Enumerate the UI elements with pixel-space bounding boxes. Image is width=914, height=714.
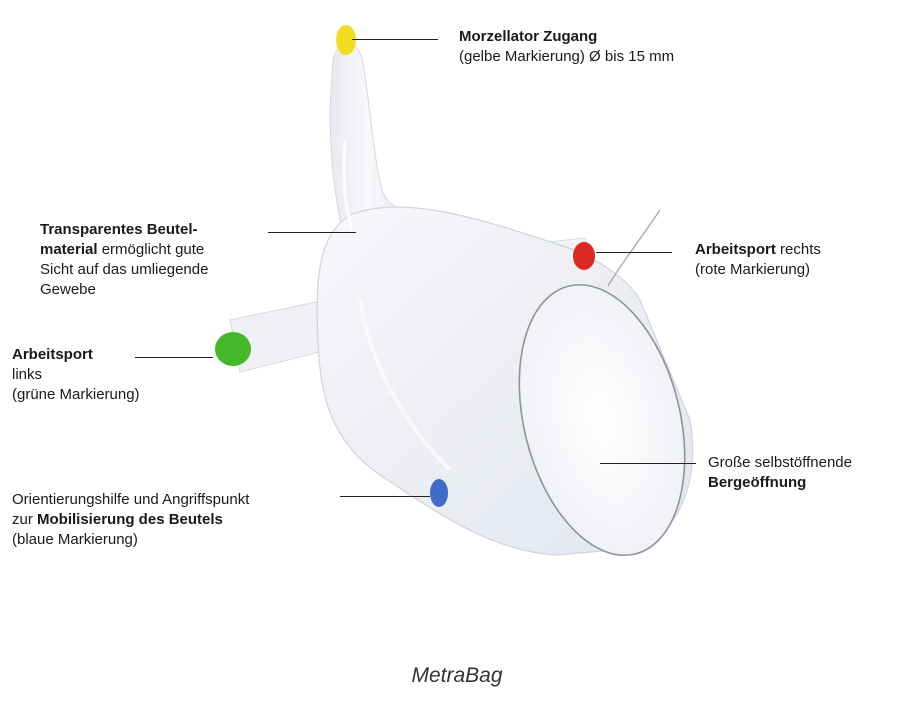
label-orientation-text2: zur bbox=[12, 511, 37, 528]
label-morcellator-text: (gelbe Markierung) Ø bis 15 mm bbox=[459, 48, 674, 65]
label-orientation-text3: (blaue Markierung) bbox=[12, 531, 138, 548]
label-opening-bold: Bergeöffnung bbox=[708, 474, 806, 491]
label-left-port-text2: (grüne Markierung) bbox=[12, 386, 140, 403]
label-transparent: Transparentes Beutel- material ermöglich… bbox=[40, 220, 208, 300]
label-left-port: Arbeitsport links (grüne Markierung) bbox=[12, 345, 140, 405]
label-transparent-bold1: Transparentes Beutel- bbox=[40, 221, 198, 238]
label-orientation-bold: Mobilisierung des Beutels bbox=[37, 511, 223, 528]
label-morcellator: Morzellator Zugang (gelbe Markierung) Ø … bbox=[459, 27, 674, 67]
label-orientation-text1: Orientierungshilfe und Angriffspunkt bbox=[12, 491, 249, 508]
label-transparent-bold2: material bbox=[40, 241, 98, 258]
opening-wire bbox=[608, 210, 660, 286]
label-right-port-text1: rechts bbox=[776, 241, 821, 258]
label-right-port-text2: (rote Markierung) bbox=[695, 261, 810, 278]
label-transparent-text2: Sicht auf das umliegende bbox=[40, 261, 208, 278]
figure-caption: MetraBag bbox=[0, 664, 914, 688]
label-left-port-text1: links bbox=[12, 366, 42, 383]
label-orientation: Orientierungshilfe und Angriffspunkt zur… bbox=[12, 490, 249, 550]
leader-left-port bbox=[135, 357, 213, 358]
label-transparent-text1: ermöglicht gute bbox=[98, 241, 205, 258]
leader-transparent bbox=[268, 232, 356, 233]
leader-morcellator bbox=[352, 39, 438, 40]
leader-opening bbox=[600, 463, 696, 464]
label-right-port-title: Arbeitsport bbox=[695, 241, 776, 258]
label-transparent-text3: Gewebe bbox=[40, 281, 96, 298]
label-opening-text: Große selbstöffnende bbox=[708, 454, 852, 471]
blue-marker bbox=[430, 479, 448, 507]
label-opening: Große selbstöffnende Bergeöffnung bbox=[708, 453, 852, 493]
yellow-marker bbox=[336, 25, 356, 55]
label-right-port: Arbeitsport rechts (rote Markierung) bbox=[695, 240, 821, 280]
leader-orientation bbox=[340, 496, 430, 497]
green-marker bbox=[215, 332, 251, 366]
red-marker bbox=[573, 242, 595, 270]
label-morcellator-title: Morzellator Zugang bbox=[459, 28, 597, 45]
leader-right-port bbox=[596, 252, 672, 253]
label-left-port-title: Arbeitsport bbox=[12, 346, 93, 363]
